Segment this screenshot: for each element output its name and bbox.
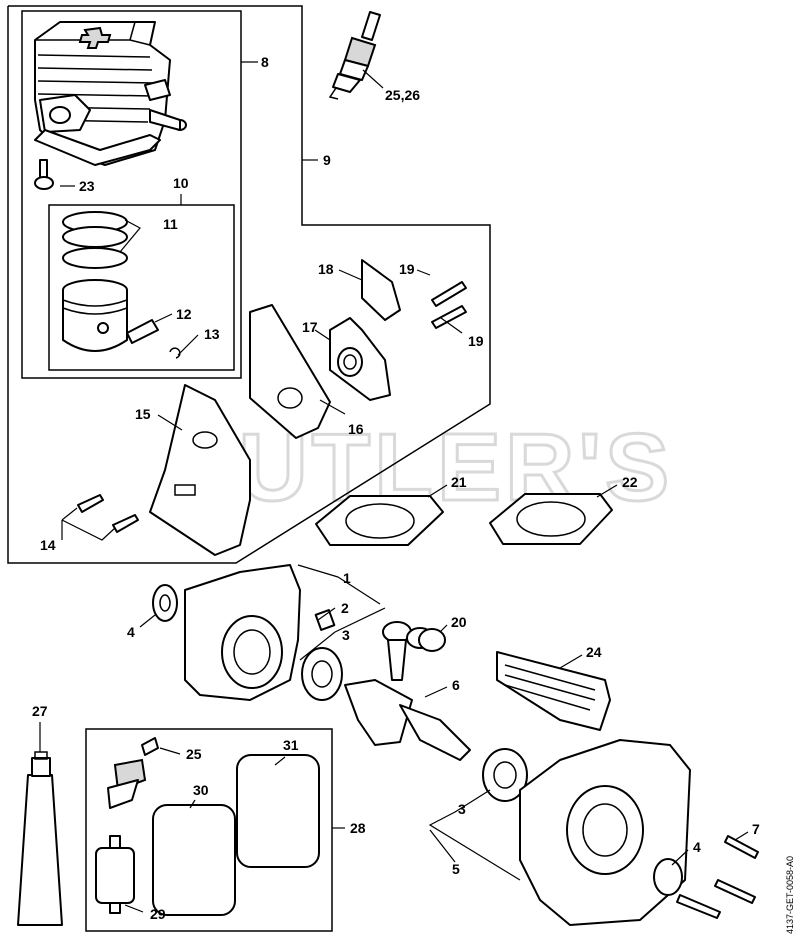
- callout-6: 6: [452, 677, 460, 693]
- group-10-frame: [48, 204, 235, 371]
- callout-7: 7: [752, 821, 760, 837]
- gasket-21-part: [315, 495, 444, 546]
- shield-15-part: [149, 384, 251, 556]
- callout-18: 18: [318, 261, 334, 277]
- tube-27-part: [17, 751, 63, 926]
- piston-part: [62, 279, 181, 359]
- bearing-20-part: [418, 628, 446, 652]
- group-28-frame: [85, 728, 333, 932]
- callout-14: 14: [40, 537, 56, 553]
- callout-24: 24: [586, 644, 602, 660]
- callout-2: 2: [341, 600, 349, 616]
- spark-plug-part: [328, 11, 381, 100]
- callout-19a: 19: [399, 261, 415, 277]
- callout-23: 23: [79, 178, 95, 194]
- callout-13: 13: [204, 326, 220, 342]
- filter-30-part: [152, 804, 236, 916]
- callout-8: 8: [261, 54, 269, 70]
- callout-4b: 4: [693, 839, 701, 855]
- piston-rings-part: [62, 211, 128, 269]
- screw-23-part: [34, 159, 54, 190]
- callout-19b: 19: [468, 333, 484, 349]
- callout-28: 28: [350, 820, 366, 836]
- screws-14-part: [77, 494, 139, 533]
- callout-11: 11: [163, 216, 178, 232]
- callout-21: 21: [451, 474, 467, 490]
- plate-24-part: [496, 651, 611, 731]
- callout-4a: 4: [127, 624, 135, 640]
- filter-29-part: [95, 835, 135, 914]
- gasket-22-part: [489, 493, 613, 545]
- drawing-code: 4137-GET-0058-A0: [785, 856, 795, 934]
- callout-29: 29: [150, 906, 166, 922]
- callout-3a: 3: [342, 627, 350, 643]
- callout-labels: 1 2 3 3 4 4 5 6 7 8 9 10 11 12 13 14 15 …: [32, 54, 760, 922]
- carburetor-flange-part: [329, 259, 467, 401]
- callout-15: 15: [135, 406, 151, 422]
- group-9-frame: [7, 5, 491, 564]
- callout-12: 12: [176, 306, 192, 322]
- callout-10: 10: [173, 175, 189, 191]
- callout-16: 16: [348, 421, 364, 437]
- crankcase-1-part: [152, 564, 343, 701]
- callout-9: 9: [323, 152, 331, 168]
- bearing-3-part: [482, 748, 528, 802]
- callout-20: 20: [451, 614, 467, 630]
- group-8-frame: [21, 10, 242, 379]
- spark-plug-25-part: [107, 737, 159, 809]
- gasket-16-part: [249, 304, 331, 439]
- callout-30: 30: [193, 782, 209, 798]
- callout-27: 27: [32, 703, 48, 719]
- cylinder-part: [34, 21, 187, 166]
- callout-22: 22: [622, 474, 638, 490]
- callout-31: 31: [283, 737, 299, 753]
- callout-1: 1: [343, 570, 351, 586]
- callout-17: 17: [302, 319, 318, 335]
- callout-5: 5: [452, 861, 460, 877]
- filter-31-part: [236, 754, 320, 868]
- callout-25-26: 25,26: [385, 87, 420, 103]
- crankcase-5-part: [519, 739, 759, 926]
- leader-lines: [39, 61, 749, 913]
- callout-25: 25: [186, 746, 202, 762]
- callout-3b: 3: [458, 801, 466, 817]
